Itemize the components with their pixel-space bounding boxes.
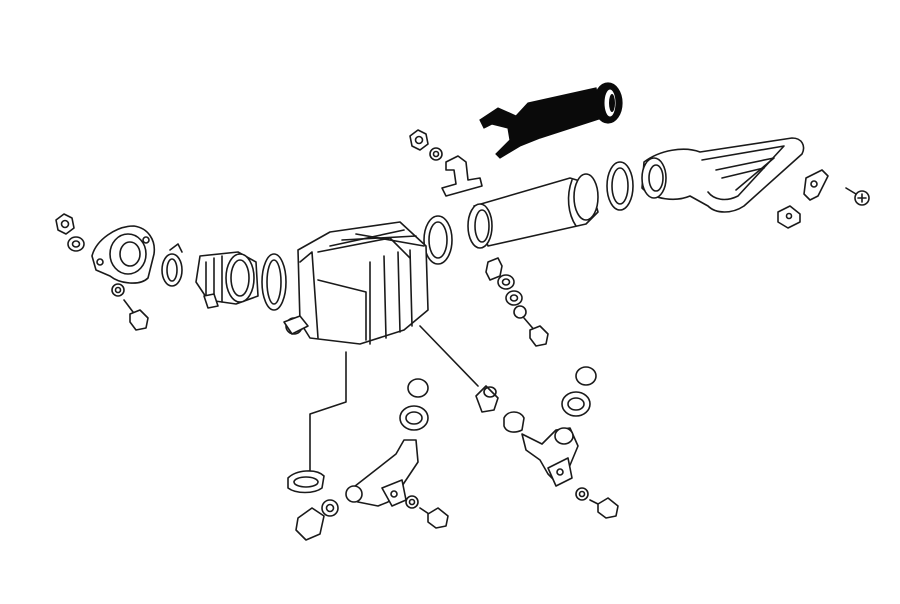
seal-ring-duct: [606, 161, 634, 211]
hex-nut-icon: [409, 129, 429, 151]
hose-clamp-lower: [287, 470, 325, 494]
hose-assembly-right[interactable]: [521, 366, 597, 487]
hose-sleeve: [475, 385, 499, 413]
hex-nut-left-icon: [55, 213, 75, 235]
intake-pipe[interactable]: [467, 173, 599, 249]
cover-flange[interactable]: [91, 225, 156, 284]
intake-snorkel-tube[interactable]: [479, 82, 623, 159]
throttle-body[interactable]: [195, 251, 259, 309]
pipe-bracket: [441, 155, 483, 197]
spacer-stack: [485, 257, 549, 347]
bolt-left-icon: [111, 283, 149, 331]
leader-lines: [309, 325, 479, 471]
small-clamp: [503, 411, 525, 433]
hose-clamp: [161, 243, 183, 287]
screw-icon: [845, 187, 870, 206]
air-scoop-duct[interactable]: [641, 137, 805, 213]
hose-assembly-left[interactable]: [345, 378, 429, 507]
washer-icon: [429, 147, 443, 161]
bolt-lower-right-icon: [575, 487, 619, 519]
mounting-bracket: [803, 169, 829, 201]
elbow-fitting: [295, 499, 339, 541]
bolt-lower-left-icon: [405, 495, 449, 529]
seal-ring-pipe: [423, 215, 453, 265]
seal-ring-housing: [261, 253, 287, 311]
square-nut: [777, 205, 801, 229]
air-filter-housing[interactable]: [283, 221, 429, 345]
washer-left-icon: [67, 236, 85, 252]
